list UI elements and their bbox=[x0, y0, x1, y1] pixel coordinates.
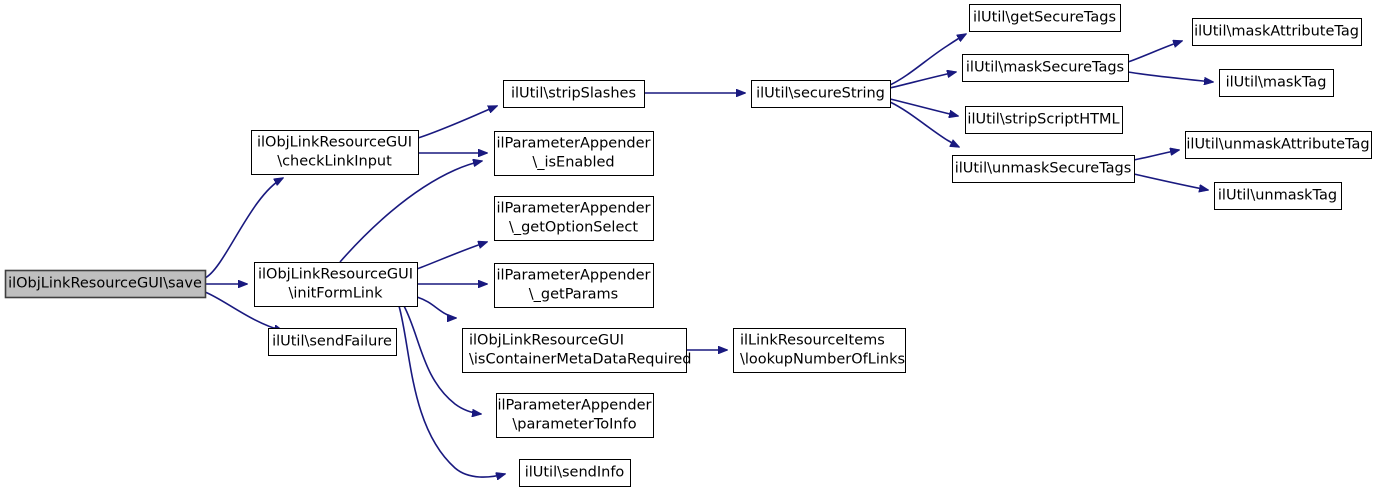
node-parameterToInfo[interactable]: ilParameterAppender \parameterToInfo bbox=[496, 393, 654, 438]
node-label-maskSecureTags-line1: ilUtil\maskSecureTags bbox=[966, 60, 1124, 76]
node-box-secureString[interactable] bbox=[751, 80, 891, 108]
node-label-getOptionSelect-line1: ilParameterAppender bbox=[496, 201, 650, 217]
node-label-unmaskTag-line1: ilUtil\unmaskTag bbox=[1218, 188, 1337, 204]
edge-secureString-to-unmaskSecureTags bbox=[889, 101, 959, 147]
node-label-secureString-line1: ilUtil\secureString bbox=[756, 86, 885, 102]
node-box-lookupNumberOfLinks[interactable] bbox=[733, 328, 906, 373]
node-label-lookupNumberOfLinks-line1: ilLinkResourceItems bbox=[740, 333, 885, 349]
node-sendInfo[interactable]: ilUtil\sendInfo bbox=[519, 459, 631, 487]
edge-unmaskSecureTags-to-unmaskTag bbox=[1133, 173, 1208, 190]
node-label-getSecureTags-line1: ilUtil\getSecureTags bbox=[973, 10, 1116, 26]
node-box-stripScriptHTML[interactable] bbox=[965, 106, 1123, 134]
node-box-maskSecureTags[interactable] bbox=[962, 54, 1129, 82]
node-label-initFormLink-line1: ilObjLinkResourceGUI bbox=[258, 267, 413, 283]
node-label-isEnabled-line2: \_isEnabled bbox=[532, 155, 614, 171]
edge-initFormLink-to-parameterToInfo bbox=[403, 305, 481, 414]
node-maskTag[interactable]: ilUtil\maskTag bbox=[1219, 69, 1334, 97]
node-box-getSecureTags[interactable] bbox=[969, 4, 1121, 32]
node-label-stripScriptHTML-line1: ilUtil\stripScriptHTML bbox=[967, 112, 1119, 128]
node-box-maskAttributeTag[interactable] bbox=[1192, 18, 1362, 46]
node-unmaskSecureTags[interactable]: ilUtil\unmaskSecureTags bbox=[952, 155, 1135, 183]
node-box-getParams[interactable] bbox=[494, 263, 654, 308]
edge-initFormLink-to-getOptionSelect bbox=[416, 242, 487, 270]
node-box-isEnabled[interactable] bbox=[494, 131, 654, 176]
node-box-isContainerMetaDataRequired[interactable] bbox=[462, 328, 687, 373]
node-label-isEnabled-line1: ilParameterAppender bbox=[496, 136, 650, 152]
node-box-parameterToInfo[interactable] bbox=[496, 393, 654, 438]
edge-initFormLink-to-isContainerMetaDataRequired bbox=[416, 296, 456, 318]
node-save[interactable]: ilObjLinkResourceGUI\save bbox=[4, 269, 207, 299]
edge-maskSecureTags-to-maskAttributeTag bbox=[1127, 41, 1182, 63]
edge-save-to-sendFailure bbox=[204, 291, 283, 331]
node-box-sendFailure[interactable] bbox=[268, 328, 397, 356]
node-maskAttributeTag[interactable]: ilUtil\maskAttributeTag bbox=[1192, 18, 1362, 46]
node-box-getOptionSelect[interactable] bbox=[494, 196, 654, 241]
edge-checkLinkInput-to-stripSlashes bbox=[417, 105, 497, 139]
node-label-lookupNumberOfLinks-line2: \lookupNumberOfLinks bbox=[740, 352, 905, 368]
node-unmaskAttributeTag[interactable]: ilUtil\unmaskAttributeTag bbox=[1185, 131, 1372, 159]
node-label-initFormLink-line2: \initFormLink bbox=[288, 286, 383, 302]
node-stripSlashes[interactable]: ilUtil\stripSlashes bbox=[503, 80, 645, 108]
node-getOptionSelect[interactable]: ilParameterAppender \_getOptionSelect bbox=[494, 196, 654, 241]
node-label-save-line1: ilObjLinkResourceGUI\save bbox=[8, 276, 202, 292]
node-isEnabled[interactable]: ilParameterAppender \_isEnabled bbox=[494, 131, 654, 176]
edges-layer bbox=[204, 34, 1213, 477]
node-label-parameterToInfo-line1: ilParameterAppender bbox=[497, 398, 651, 414]
node-box-stripSlashes[interactable] bbox=[503, 80, 645, 108]
node-label-parameterToInfo-line2: \parameterToInfo bbox=[512, 417, 636, 433]
edge-initFormLink-to-isEnabled bbox=[339, 161, 482, 263]
node-lookupNumberOfLinks[interactable]: ilLinkResourceItems \lookupNumberOfLinks bbox=[733, 328, 906, 373]
node-label-getOptionSelect-line2: \_getOptionSelect bbox=[509, 220, 638, 236]
edge-maskSecureTags-to-maskTag bbox=[1127, 71, 1213, 82]
node-sendFailure[interactable]: ilUtil\sendFailure bbox=[268, 328, 397, 356]
node-label-sendFailure-line1: ilUtil\sendFailure bbox=[272, 334, 392, 350]
edge-secureString-to-maskSecureTags bbox=[889, 72, 956, 89]
edge-unmaskSecureTags-to-unmaskAttributeTag bbox=[1133, 150, 1179, 161]
node-label-getParams-line2: \_getParams bbox=[529, 287, 618, 303]
node-label-sendInfo-line1: ilUtil\sendInfo bbox=[525, 465, 625, 481]
node-box-save[interactable] bbox=[4, 269, 207, 299]
node-secureString[interactable]: ilUtil\secureString bbox=[751, 80, 891, 108]
node-box-unmaskTag[interactable] bbox=[1214, 182, 1342, 210]
node-isContainerMetaDataRequired[interactable]: ilObjLinkResourceGUI \isContainerMetaData… bbox=[462, 328, 692, 373]
nodes-layer: ilObjLinkResourceGUI\save ilObjLinkResour… bbox=[4, 4, 1372, 487]
edge-secureString-to-stripScriptHTML bbox=[889, 98, 958, 116]
node-maskSecureTags[interactable]: ilUtil\maskSecureTags bbox=[962, 54, 1129, 82]
node-label-checkLinkInput-line1: ilObjLinkResourceGUI bbox=[257, 135, 412, 151]
node-getSecureTags[interactable]: ilUtil\getSecureTags bbox=[969, 4, 1121, 32]
node-label-isContainerMetaDataRequired-line2: \isContainerMetaDataRequired bbox=[469, 352, 691, 368]
node-label-unmaskAttributeTag-line1: ilUtil\unmaskAttributeTag bbox=[1186, 137, 1369, 153]
node-label-unmaskSecureTags-line1: ilUtil\unmaskSecureTags bbox=[955, 161, 1132, 177]
node-checkLinkInput[interactable]: ilObjLinkResourceGUI \checkLinkInput bbox=[251, 130, 419, 175]
node-box-initFormLink[interactable] bbox=[254, 262, 418, 307]
node-label-maskTag-line1: ilUtil\maskTag bbox=[1226, 75, 1327, 91]
edge-secureString-to-getSecureTags bbox=[889, 34, 966, 86]
node-initFormLink[interactable]: ilObjLinkResourceGUI \initFormLink bbox=[254, 262, 418, 307]
node-unmaskTag[interactable]: ilUtil\unmaskTag bbox=[1214, 182, 1342, 210]
node-label-stripSlashes-line1: ilUtil\stripSlashes bbox=[511, 86, 636, 102]
node-box-sendInfo[interactable] bbox=[519, 459, 631, 487]
node-label-maskAttributeTag-line1: ilUtil\maskAttributeTag bbox=[1194, 24, 1359, 40]
edge-initFormLink-to-sendInfo bbox=[398, 305, 505, 477]
node-box-maskTag[interactable] bbox=[1219, 69, 1334, 97]
node-box-checkLinkInput[interactable] bbox=[251, 130, 419, 175]
node-label-isContainerMetaDataRequired-line1: ilObjLinkResourceGUI bbox=[469, 333, 624, 349]
edge-save-to-checkLinkInput bbox=[204, 178, 283, 279]
node-label-checkLinkInput-line2: \checkLinkInput bbox=[277, 154, 392, 170]
node-getParams[interactable]: ilParameterAppender \_getParams bbox=[494, 263, 654, 308]
node-stripScriptHTML[interactable]: ilUtil\stripScriptHTML bbox=[965, 106, 1123, 134]
node-box-unmaskSecureTags[interactable] bbox=[952, 155, 1135, 183]
node-box-unmaskAttributeTag[interactable] bbox=[1185, 131, 1372, 159]
node-label-getParams-line1: ilParameterAppender bbox=[496, 268, 650, 284]
